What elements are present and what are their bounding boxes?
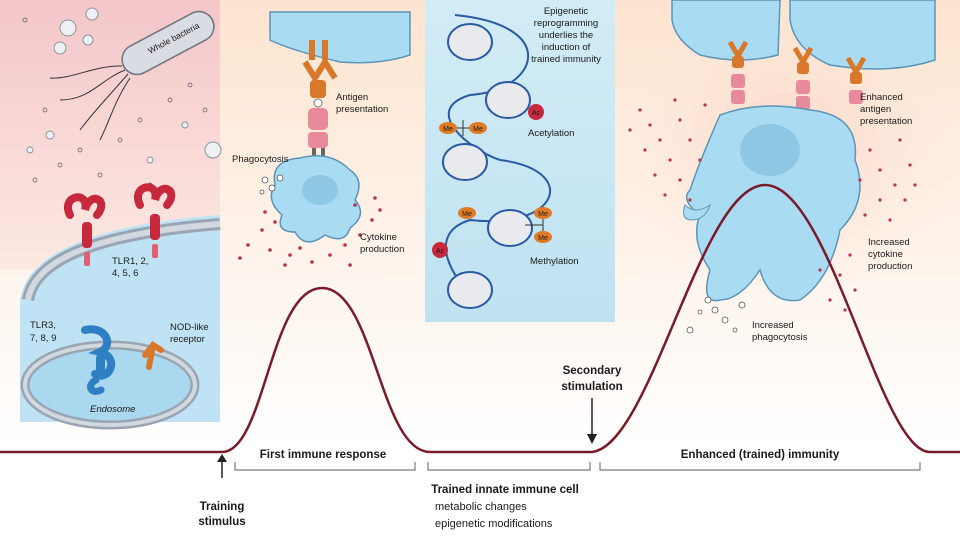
svg-text:Ac: Ac — [532, 110, 541, 117]
epigenetic-text-4: induction of — [542, 42, 591, 53]
antigen-icon — [313, 98, 323, 108]
svg-text:Me: Me — [538, 211, 548, 218]
antigen-presenting-cell-2 — [671, 0, 781, 61]
acetyl-marker-icon: Ac — [528, 104, 544, 120]
antigen-label-2: presentation — [336, 104, 388, 115]
enhanced-antigen-2: antigen — [860, 104, 891, 115]
nod-label-2: receptor — [170, 334, 205, 345]
nucleus — [302, 175, 338, 205]
epigenetic-text-2: reprogramming — [534, 18, 598, 29]
first-immune-cell: Antigen presentation Phagocytosis Cytoki… — [232, 11, 411, 267]
endosome-label: Endosome — [90, 404, 135, 415]
cytokine-label-2: production — [360, 244, 404, 255]
training-arrowhead-icon — [217, 454, 227, 462]
trained-immune-cell: Enhanced antigen presentation Increased … — [628, 0, 936, 343]
mhc-receptor-icon — [302, 56, 338, 84]
tcr-receptor-icon — [308, 108, 328, 130]
secondary-arrowhead-icon — [587, 434, 597, 444]
methylation-label: Methylation — [530, 256, 579, 267]
dna-strand — [444, 14, 552, 301]
increased-cytokine-2: cytokine — [868, 249, 903, 260]
nod-receptor-icon — [142, 341, 164, 370]
particles — [26, 7, 222, 164]
trained-cell-sub-1: metabolic changes — [435, 501, 527, 513]
enhanced-antigen-1: Enhanced — [860, 92, 903, 103]
timeline-brackets — [234, 462, 921, 471]
training-label-1: Training — [200, 501, 245, 513]
acetylation-label: Acetylation — [528, 128, 574, 139]
trained-cell-bracket — [427, 462, 591, 471]
cytokine-label-1: Cytokine — [360, 232, 397, 243]
methyl-marker-icon: Me Me Me — [458, 207, 552, 243]
svg-text:Ac: Ac — [436, 248, 445, 255]
trained-macrophage-cell — [685, 105, 861, 302]
enhanced-bracket — [599, 462, 921, 471]
epigenetic-panel: Epigenetic reprogramming underlies the i… — [425, 0, 615, 322]
cell-membrane-inner — [25, 221, 221, 301]
trained-phagocytosed-particles — [686, 296, 746, 334]
methyl-marker-icon: Me Me — [439, 120, 487, 136]
secondary-label-2: stimulation — [561, 381, 622, 393]
svg-text:Me: Me — [443, 126, 453, 133]
secondary-label-1: Secondary — [563, 365, 622, 377]
acetyl-marker-icon: Ac — [432, 242, 448, 258]
epigenetic-text-3: underlies the — [539, 30, 593, 41]
svg-text:Me: Me — [462, 211, 472, 218]
epigenetic-text-1: Epigenetic — [544, 6, 589, 17]
svg-text:Me: Me — [538, 235, 548, 242]
nod-label-1: NOD-like — [170, 322, 209, 333]
epigenetic-text-5: trained immunity — [531, 54, 601, 65]
tlr-endosome-label-1: TLR3, — [30, 320, 56, 331]
trained-cell-title: Trained innate immune cell — [431, 484, 579, 496]
trained-cytokine-dots — [628, 98, 917, 312]
mhc-tcr-pairs — [727, 40, 867, 110]
tlr-endosome-receptor — [81, 325, 116, 395]
first-response-bracket — [234, 462, 416, 471]
immune-response-curve — [0, 183, 960, 454]
response-curve — [0, 183, 960, 454]
svg-text:Me: Me — [473, 126, 483, 133]
increased-phago-1: Increased — [752, 320, 794, 331]
first-response-label: First immune response — [260, 449, 387, 461]
phagocytosis-label: Phagocytosis — [232, 154, 289, 165]
trained-cell-sub-2: epigenetic modifications — [435, 518, 553, 530]
phagocytosed-particles — [259, 174, 284, 195]
receptor-panel: Whole bacteria TLR1, 2, 4, 5, 6 — [20, 7, 222, 430]
enhanced-antigen-3: presentation — [860, 116, 912, 127]
increased-phago-2: phagocytosis — [752, 332, 808, 343]
cytokine-dots — [238, 196, 382, 267]
nucleosome-icons — [442, 23, 533, 309]
antigen-label-1: Antigen — [336, 92, 368, 103]
bacteria-icon: Whole bacteria — [49, 10, 215, 141]
tlr-surface-receptor — [64, 183, 176, 266]
increased-cytokine-1: Increased — [868, 237, 910, 248]
tlr-surface-label-1: TLR1, 2, — [112, 256, 148, 267]
increased-cytokine-3: production — [868, 261, 912, 272]
antigen-presenting-cell — [269, 11, 411, 64]
tlr-surface-label-2: 4, 5, 6 — [112, 268, 138, 279]
enhanced-immunity-label: Enhanced (trained) immunity — [681, 449, 840, 461]
antigen-presenting-cell-3 — [789, 0, 936, 70]
training-label-2: stimulus — [198, 516, 245, 528]
tlr-endosome-label-2: 7, 8, 9 — [30, 333, 56, 344]
trained-nucleus — [740, 124, 800, 176]
